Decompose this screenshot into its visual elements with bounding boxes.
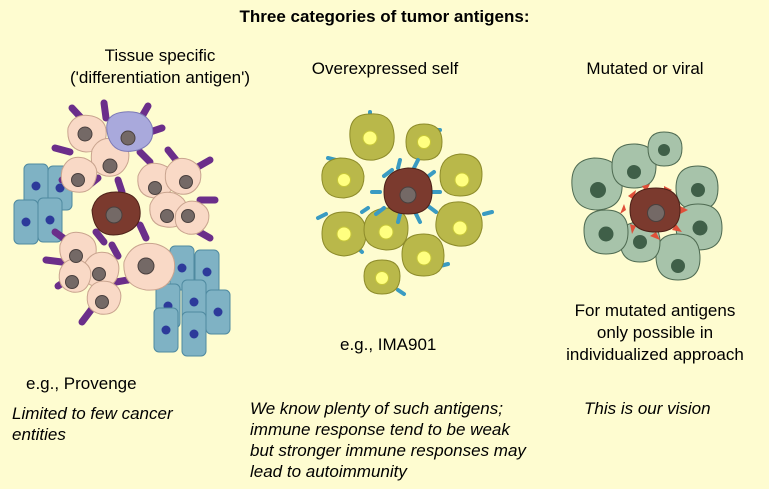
tissue-specific-heading: Tissue specific [104,46,216,65]
mutant-cell-nuclei [590,144,708,273]
normal-cells [58,114,210,315]
overexpressed-note-line4: lead to autoimmunity [250,462,407,481]
normal-cell-nuclei [65,126,195,309]
mutated-remark-line1: For mutated antigens [574,301,736,320]
overexpressed-example: e.g., IMA901 [340,335,437,354]
mutated-note: This is our vision [584,399,711,418]
self-tumor-cell-nucleus [399,186,417,204]
overexpressed-note-line1: We know plenty of such antigens; [250,399,503,418]
mutated-remark-line2: only possible in [596,323,714,342]
tissue-specific-note-line1: Limited to few cancer [12,404,173,423]
mutated-viral-heading: Mutated or viral [586,59,704,78]
tissue-specific-subheading: ('differentiation antigen') [69,68,251,87]
overexpressed-self-heading: Overexpressed self [311,59,459,78]
lavender-cell-nucleus [120,130,136,146]
mutant-tumor-cell-nucleus [647,204,665,222]
overexpressed-self-cell-cluster [316,110,494,296]
tumor-cell-nucleus [105,206,123,224]
tissue-specific-note-line2: entities [12,425,66,444]
mutated-cell-cluster [571,131,723,281]
overexpressed-note-line3: but stronger immune responses may [250,441,526,460]
tissue-specific-cell-cluster [13,99,231,357]
figure-title: Three categories of tumor antigens: [239,7,530,26]
tissue-specific-example: e.g., Provenge [26,374,137,393]
mutated-remark-line3: individualized approach [566,345,744,364]
self-cell-nuclei [336,130,470,285]
overexpressed-note-line2: immune response tend to be weak [250,420,510,439]
